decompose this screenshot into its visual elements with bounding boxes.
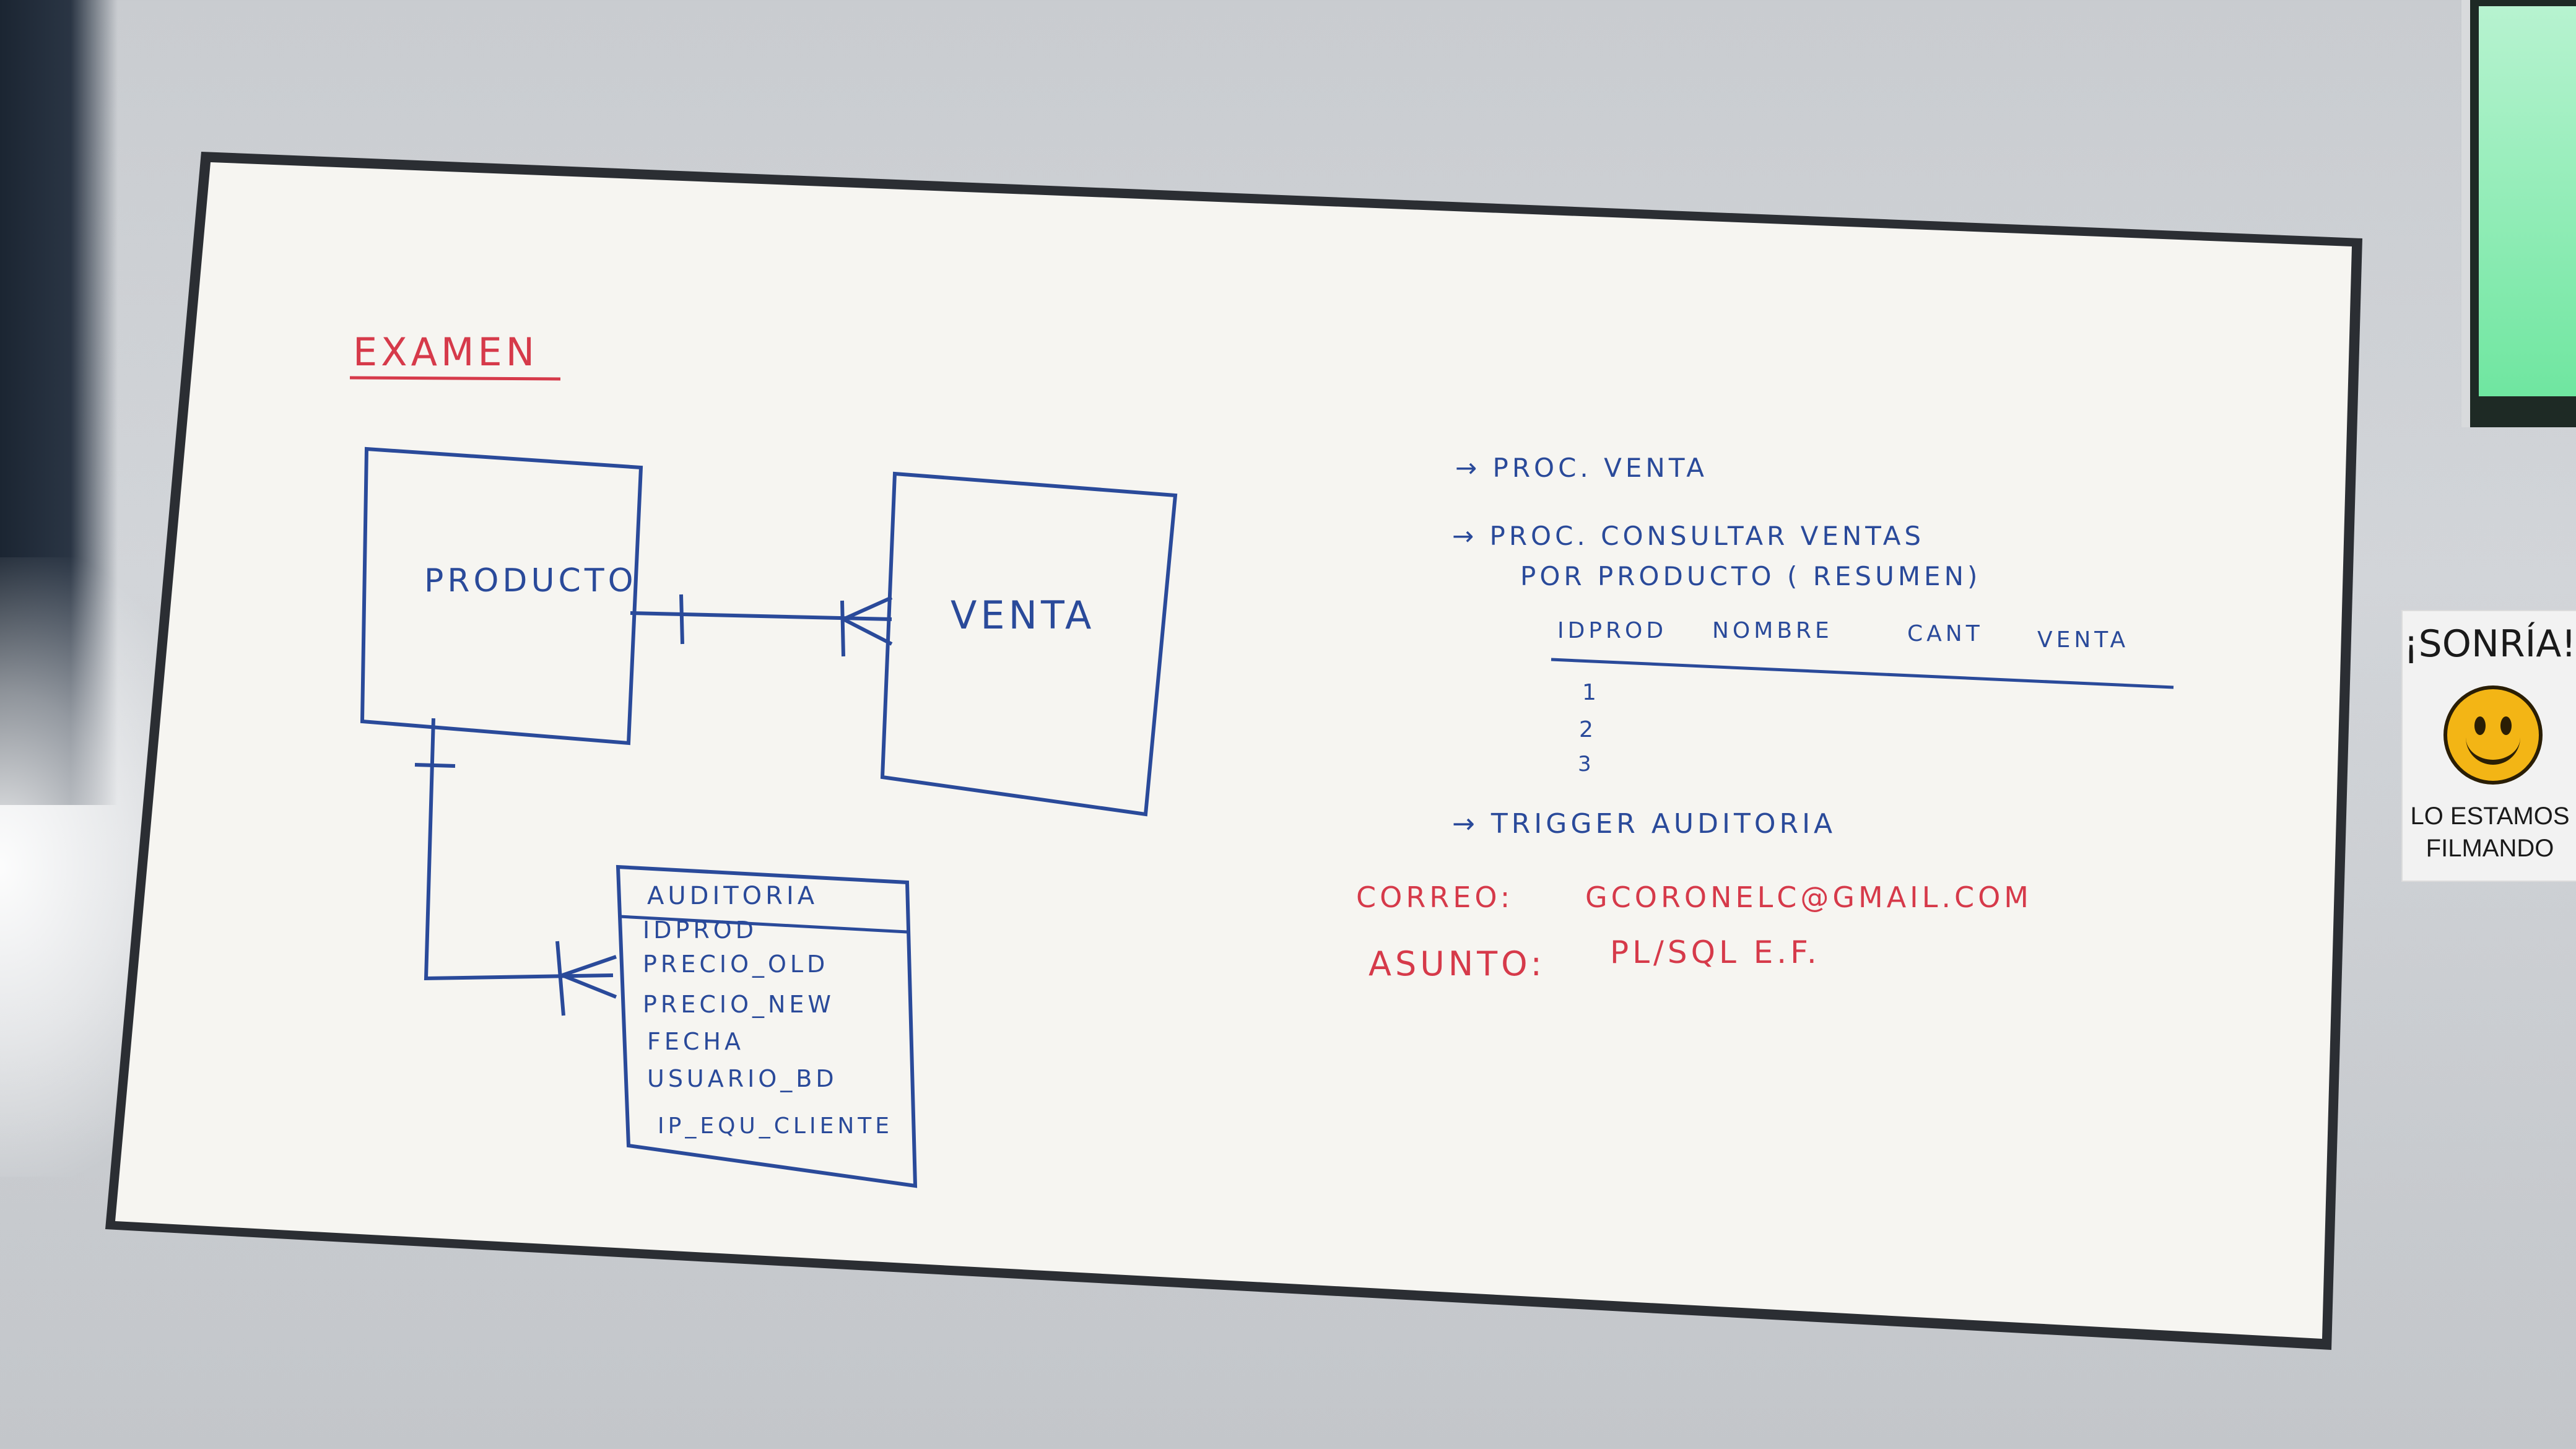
title-underline [349,376,561,381]
note-proc-consultar-line2: POR PRODUCTO ( RESUMEN) [1520,561,1981,591]
relation2-one-mark [414,763,456,768]
entity-auditoria-box [616,864,918,1188]
note-trigger-auditoria: → TRIGGER AUDITORIA [1452,808,1836,840]
auditoria-header: AUDITORIA [647,882,818,910]
table-header-underline [1551,658,2174,689]
entity-venta-label: VENTA [951,593,1095,638]
smiley-eye [2474,716,2486,735]
table-row-number: 1 [1582,680,1600,705]
crowfoot2-top [562,955,617,977]
table-header-venta: VENTA [2037,627,2129,653]
asunto-label: ASUNTO: [1368,944,1546,983]
relation2-many-bar [555,941,565,1016]
board-title: EXAMEN [353,329,538,375]
crowfoot2-bottom [561,973,617,999]
relation-producto-auditoria [424,718,614,981]
sign-subtitle: LO ESTAMOS FILMANDO [2403,800,2576,864]
smiley-face-icon [2443,685,2543,785]
auditoria-field: PRECIO_NEW [643,991,835,1018]
table-header-cant: CANT [1907,621,1983,646]
sign-line2: FILMANDO [2426,835,2554,862]
crowfoot-bottom [842,617,893,646]
entity-producto-label: PRODUCTO [424,562,637,599]
table-header-nombre: NOMBRE [1712,618,1833,643]
entity-producto-box [360,446,643,746]
auditoria-field: FECHA [647,1028,744,1055]
table-header-idprod: IDPROD [1557,618,1667,643]
auditoria-field: IDPROD [643,916,757,944]
entity-venta-box [880,471,1178,817]
asunto-value: PL/SQL E.F. [1610,934,1821,970]
sign-line1: LO ESTAMOS [2410,803,2570,830]
auditoria-field: USUARIO_BD [647,1065,838,1092]
table-row-number: 3 [1578,752,1595,777]
relation-many-bar [840,600,845,657]
smiley-mouth [2466,733,2520,765]
monitor-screen [2479,6,2576,396]
monitor [2461,0,2576,427]
smile-sign: ¡SONRÍA! LO ESTAMOS FILMANDO [2401,610,2576,882]
correo-label: CORREO: [1356,881,1513,914]
auditoria-header-divider [619,915,908,934]
correo-value: GCORONELC@GMAIL.COM [1585,881,2032,914]
note-proc-venta: → PROC. VENTA [1455,453,1708,483]
auditoria-field: IP_EQU_CLIENTE [658,1113,893,1139]
smiley-eye [2500,716,2512,735]
note-proc-consultar: → PROC. CONSULTAR VENTAS [1452,521,1925,551]
relation-one-mark [679,594,684,645]
sign-title: ¡SONRÍA! [2403,622,2576,666]
auditoria-field: PRECIO_OLD [643,951,829,978]
crowfoot-top [842,596,893,621]
table-row-number: 2 [1579,717,1597,742]
board-surface [115,162,2352,1339]
